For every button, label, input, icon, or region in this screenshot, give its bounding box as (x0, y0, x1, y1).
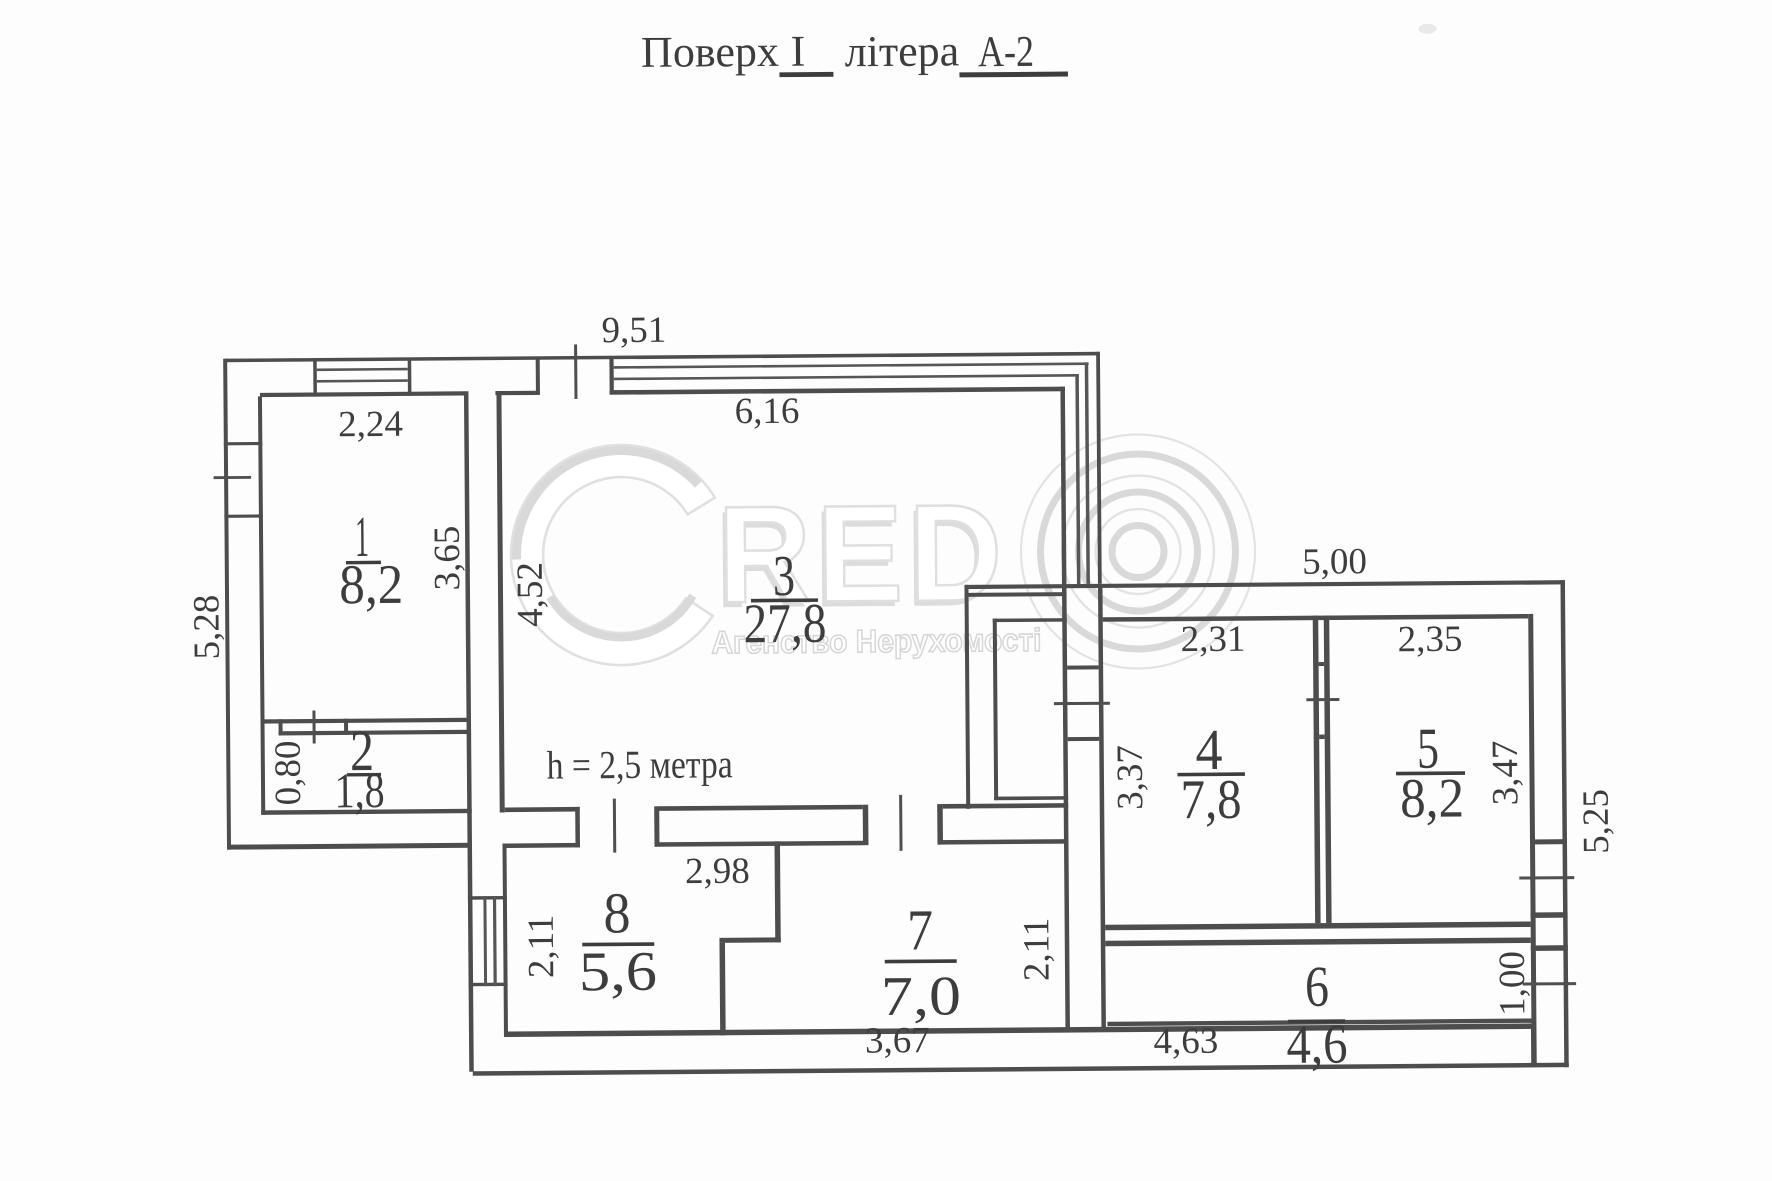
svg-text:2,11: 2,11 (1016, 918, 1057, 982)
svg-text:RED: RED (714, 481, 1005, 637)
svg-text:7: 7 (907, 897, 934, 962)
svg-text:0,80: 0,80 (268, 740, 310, 805)
svg-text:Агенство Нерухомості: Агенство Нерухомості (711, 622, 1041, 661)
svg-text:4: 4 (1195, 717, 1223, 782)
svg-text:5,6: 5,6 (579, 941, 657, 1004)
svg-text:Поверх: Поверх (641, 27, 779, 77)
svg-text:h = 2,5 метра: h = 2,5 метра (546, 741, 733, 787)
svg-text:А-2: А-2 (978, 27, 1034, 76)
svg-text:3,65: 3,65 (427, 526, 469, 591)
svg-text:2,35: 2,35 (1397, 619, 1462, 661)
svg-text:5,25: 5,25 (1576, 789, 1618, 854)
svg-text:2,31: 2,31 (1180, 619, 1245, 661)
svg-text:2,24: 2,24 (338, 404, 403, 446)
svg-text:8,2: 8,2 (339, 554, 403, 617)
svg-text:4,6: 4,6 (1286, 1013, 1347, 1075)
svg-text:літера: літера (845, 26, 960, 76)
svg-text:2,98: 2,98 (685, 851, 750, 893)
svg-text:27,8: 27,8 (743, 593, 826, 656)
svg-text:1,8: 1,8 (334, 762, 384, 818)
svg-text:3: 3 (773, 543, 796, 608)
svg-text:RED: RED (717, 476, 1008, 632)
svg-text:1,00: 1,00 (1492, 951, 1534, 1016)
svg-text:5,28: 5,28 (186, 594, 228, 659)
svg-text:2: 2 (350, 718, 375, 783)
svg-text:3,67: 3,67 (865, 1020, 930, 1062)
svg-text:6: 6 (1305, 954, 1330, 1019)
svg-text:7,8: 7,8 (1180, 769, 1241, 831)
svg-text:3,37: 3,37 (1110, 745, 1152, 810)
svg-text:5,00: 5,00 (1302, 541, 1367, 583)
svg-text:4,63: 4,63 (1153, 1021, 1218, 1063)
svg-text:7,0: 7,0 (881, 965, 961, 1028)
svg-text:4,52: 4,52 (510, 562, 552, 627)
svg-text:8,2: 8,2 (1400, 767, 1464, 830)
svg-text:6,16: 6,16 (735, 391, 800, 433)
svg-text:3,47: 3,47 (1485, 740, 1527, 805)
svg-text:І: І (790, 27, 805, 76)
svg-text:2,11: 2,11 (521, 915, 562, 979)
svg-text:9,51: 9,51 (601, 310, 666, 352)
svg-text:1: 1 (355, 504, 370, 569)
svg-text:5: 5 (1417, 716, 1440, 781)
svg-text:8: 8 (603, 880, 631, 945)
